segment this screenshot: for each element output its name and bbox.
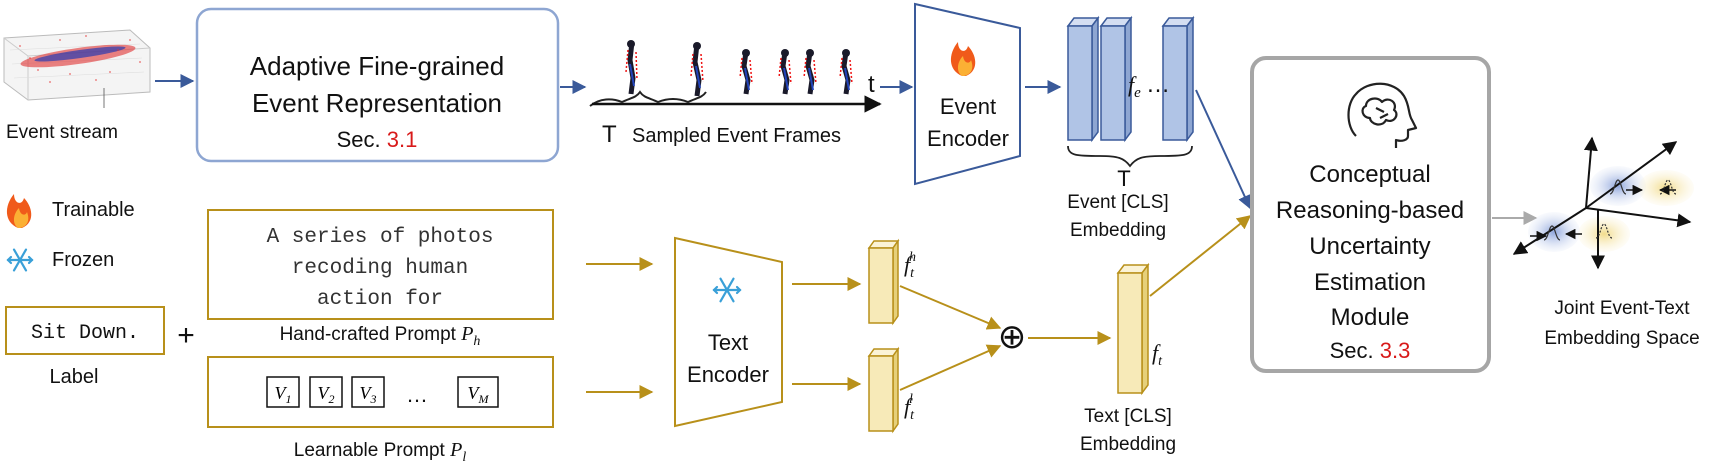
arrow-text-cls-to-module [1149, 215, 1252, 297]
brain-head-icon [1347, 82, 1418, 148]
learnable-ellipsis: … [406, 382, 428, 407]
module-section: Sec. 3.3 [1330, 338, 1411, 363]
event-stream-thumbnail [3, 29, 151, 108]
ft-symbol: ft [1152, 340, 1163, 369]
fire-icon [950, 42, 976, 76]
joint-embedding-plot [1512, 136, 1694, 270]
learnable-caption: Learnable Prompt Pl [294, 439, 467, 465]
fth-feature-bar [867, 238, 900, 326]
text-encoder-snowflake-icon [712, 277, 742, 303]
svg-text:V3: V3 [360, 383, 377, 406]
event-frame-1 [625, 40, 638, 95]
oplus-symbol: ⊕ [998, 318, 1027, 356]
cls-ellipsis: … [1146, 71, 1170, 98]
frames-brace [589, 90, 707, 107]
event-frame-2 [690, 42, 704, 97]
ft-feature-bar [1116, 262, 1150, 396]
module-line5: Module [1331, 304, 1410, 331]
representation-box [195, 7, 560, 163]
cls-count-label: T [1117, 166, 1130, 191]
hand-crafted-caption: Hand-crafted Prompt Ph [280, 323, 481, 349]
cls-brace [1067, 145, 1193, 168]
event-encoder [914, 2, 1021, 186]
text-encoder-line1: Text [708, 330, 748, 355]
svg-text:V2: V2 [318, 383, 335, 406]
module-line3: Uncertainty [1309, 233, 1430, 260]
svg-text:V1: V1 [275, 383, 292, 406]
joint-space-line2: Embedding Space [1544, 328, 1699, 349]
fth-symbol: fth [904, 250, 916, 281]
text-encoder-line2: Encoder [687, 362, 769, 387]
label-text: Sit Down. [31, 322, 139, 345]
legend-trainable: Trainable [52, 199, 135, 221]
event-frame-5 [803, 49, 817, 95]
ftl-symbol: ftl [904, 392, 915, 423]
frames-count-label: T [602, 121, 617, 148]
learnable-token-3: V3 [351, 376, 385, 408]
event-frame-4 [778, 49, 792, 95]
plus-sign: + [177, 319, 195, 352]
text-cls-line1: Text [CLS] [1084, 406, 1172, 427]
learnable-token-2: V2 [309, 376, 343, 408]
event-cls-bars [1066, 15, 1195, 143]
fe-symbol: fe [1128, 72, 1141, 101]
event-frame-6 [839, 49, 853, 95]
event-cls-line1: Event [CLS] [1067, 192, 1168, 213]
representation-section: Sec. 3.1 [337, 127, 418, 152]
text-encoder [674, 236, 783, 428]
event-cls-bar-1 [1066, 15, 1100, 143]
arrow-fth-to-sum [899, 285, 1002, 330]
svg-text:VM: VM [468, 383, 490, 406]
representation-title-line1: Adaptive Fine-grained [250, 51, 504, 81]
prompt-line3: action for [317, 288, 443, 311]
representation-title-line2: Event Representation [252, 88, 502, 118]
frames-caption: Sampled Event Frames [632, 125, 841, 147]
module-line2: Reasoning-based [1276, 197, 1464, 224]
module-line1: Conceptual [1309, 161, 1430, 188]
event-cls-bar-3 [1161, 15, 1195, 143]
event-encoder-line1: Event [940, 94, 996, 119]
legend-frozen: Frozen [52, 249, 114, 271]
label-box [5, 306, 165, 355]
trainable-legend-icon [6, 194, 32, 228]
prompt-line1: A series of photos [267, 226, 494, 249]
label-caption: Label [50, 366, 99, 388]
hand-crafted-prompt-box [207, 209, 554, 320]
event-frame-3 [739, 49, 753, 95]
module-line4: Estimation [1314, 269, 1426, 296]
learnable-token-1: V1 [266, 376, 300, 408]
event-cls-bar-2 [1099, 15, 1133, 143]
prompt-line2: recoding human [292, 257, 468, 280]
snowflake-icon [6, 248, 34, 272]
joint-space-line1: Joint Event-Text [1554, 298, 1690, 319]
text-cls-line2: Embedding [1080, 434, 1176, 455]
time-axis-label: t [868, 71, 875, 98]
event-encoder-line2: Encoder [927, 126, 1009, 151]
arrow-event-cls-to-module [1195, 89, 1252, 210]
event-stream-label: Event stream [6, 122, 118, 143]
arrow-ftl-to-sum [899, 344, 1002, 391]
event-cls-line2: Embedding [1070, 220, 1166, 241]
sampled-event-frames [625, 40, 853, 97]
uncertainty-module-box [1250, 56, 1491, 373]
ftl-feature-bar [867, 346, 900, 434]
learnable-token-m: VM [457, 376, 499, 408]
